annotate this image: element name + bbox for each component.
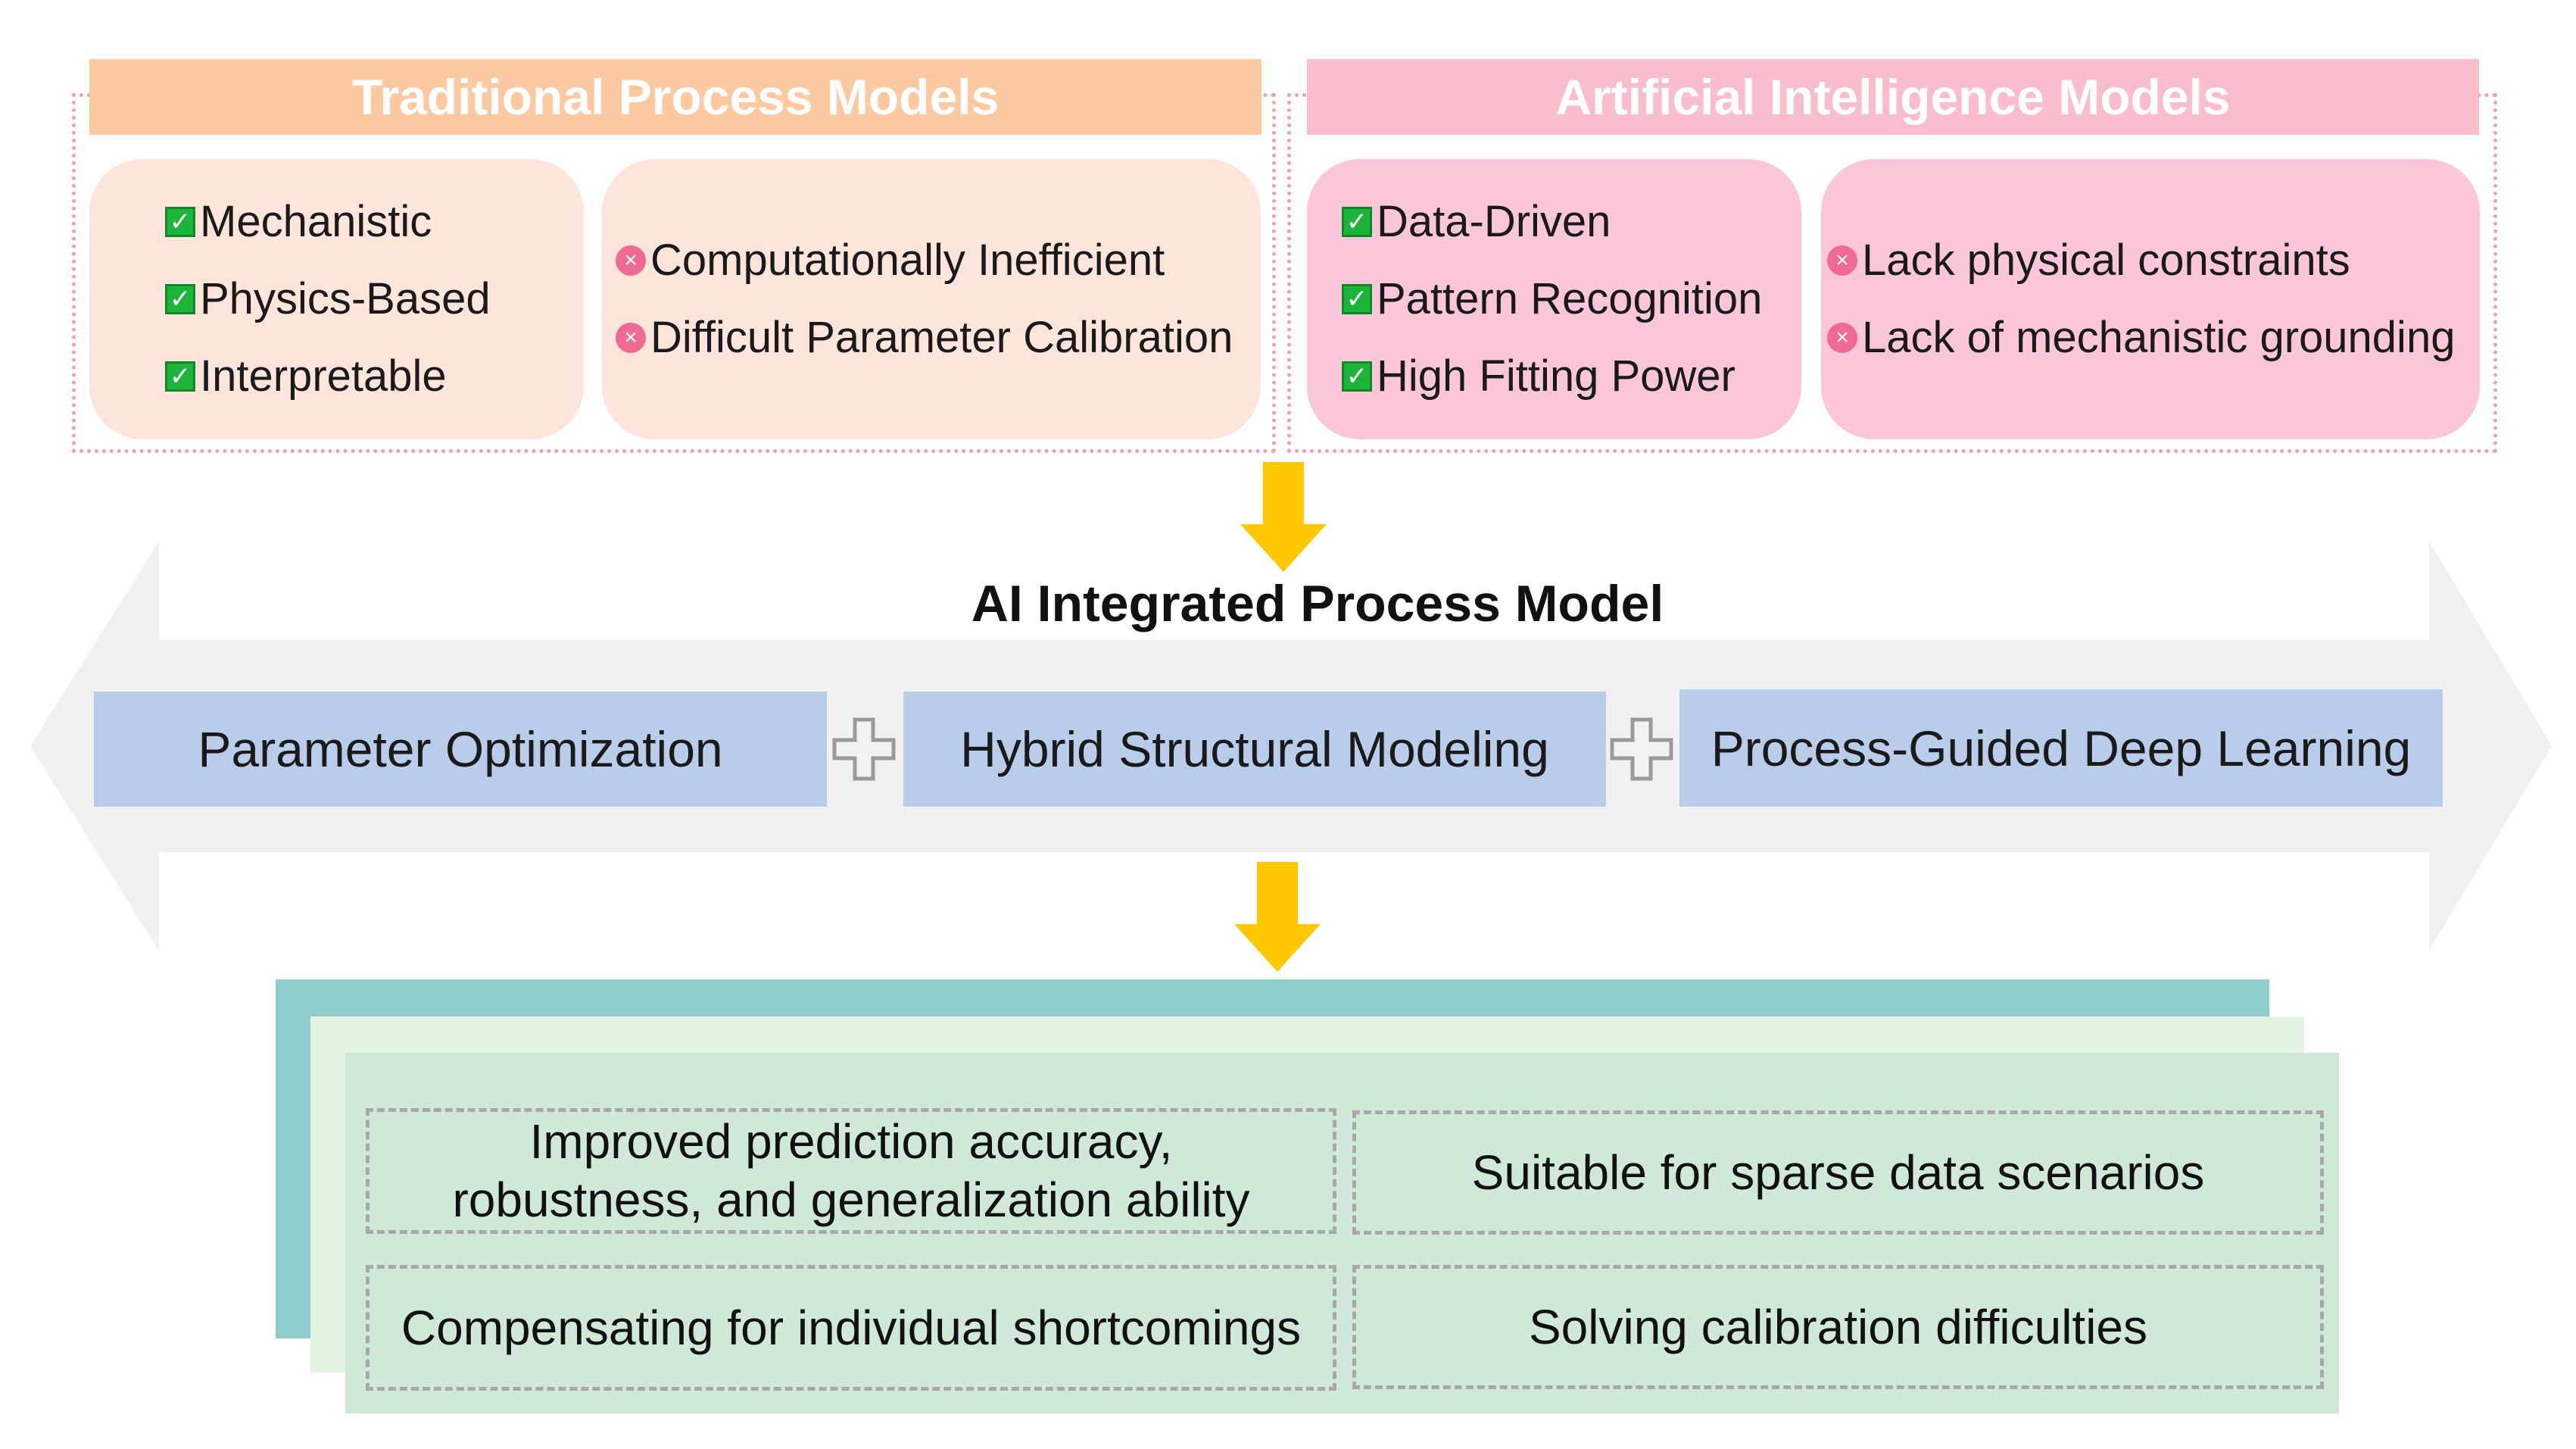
check-icon: ✓ [165, 284, 195, 314]
benefit-text-line2: robustness, and generalization ability [452, 1173, 1250, 1227]
weakness-text: Computationally Inefficient [650, 236, 1165, 285]
benefit-text: Solving calibration difficulties [1528, 1299, 2148, 1354]
check-icon: ✓ [165, 207, 195, 237]
weakness-item: ×Computationally Inefficient [616, 239, 1261, 283]
traditional-header: Traditional Process Models [89, 59, 1261, 135]
strength-text: High Fitting Power [1377, 351, 1736, 401]
cross-circle-icon: × [616, 245, 646, 276]
integrated-model-title: AI Integrated Process Model [971, 575, 1664, 632]
weakness-item: ×Lack physical constraints [1827, 239, 2480, 283]
check-icon: ✓ [165, 361, 195, 392]
check-icon: ✓ [1342, 361, 1372, 392]
traditional-weaknesses-box: ×Computationally Inefficient ×Difficult … [602, 159, 1261, 439]
ai-header-text: Artificial Intelligence Models [1555, 69, 2231, 125]
strength-item: ✓Pattern Recognition [1342, 277, 1801, 321]
check-icon: ✓ [1342, 207, 1372, 237]
benefit-calibration: Solving calibration difficulties [1352, 1265, 2324, 1389]
benefit-sparse-data: Suitable for sparse data scenarios [1352, 1110, 2324, 1235]
traditional-strengths-box: ✓Mechanistic ✓Physics-Based ✓Interpretab… [89, 159, 584, 439]
strength-item: ✓Physics-Based [165, 277, 584, 321]
benefit-text-line1: Improved prediction accuracy, [529, 1114, 1173, 1170]
strength-item: ✓Mechanistic [165, 200, 584, 244]
cross-circle-icon: × [1827, 323, 1857, 353]
method-text: Hybrid Structural Modeling [960, 721, 1549, 777]
cross-circle-icon: × [1827, 245, 1857, 276]
ai-strengths-box: ✓Data-Driven ✓Pattern Recognition ✓High … [1307, 159, 1801, 439]
strength-text: Mechanistic [200, 197, 432, 246]
weakness-item: ×Difficult Parameter Calibration [616, 316, 1261, 360]
plus-icon [1610, 717, 1673, 781]
benefit-text: Compensating for individual shortcomings [401, 1300, 1302, 1355]
strength-item: ✓Data-Driven [1342, 200, 1801, 244]
plus-icon [832, 717, 896, 781]
weakness-text: Lack of mechanistic grounding [1862, 313, 2456, 362]
traditional-header-text: Traditional Process Models [351, 69, 1000, 125]
weakness-text: Difficult Parameter Calibration [650, 313, 1233, 362]
benefit-accuracy: Improved prediction accuracy, robustness… [366, 1108, 1336, 1234]
ai-header: Artificial Intelligence Models [1307, 59, 2479, 135]
ai-weaknesses-box: ×Lack physical constraints ×Lack of mech… [1821, 159, 2480, 439]
arrow-down-icon [1234, 862, 1321, 972]
check-icon: ✓ [1342, 284, 1372, 314]
method-parameter-optimization: Parameter Optimization [94, 692, 827, 807]
strength-item: ✓High Fitting Power [1342, 354, 1801, 398]
strength-text: Physics-Based [200, 274, 491, 323]
strength-text: Interpretable [200, 351, 447, 401]
weakness-text: Lack physical constraints [1862, 236, 2350, 285]
strength-text: Data-Driven [1377, 197, 1611, 246]
strength-item: ✓Interpretable [165, 354, 584, 398]
method-text: Parameter Optimization [198, 721, 723, 777]
benefit-text: Suitable for sparse data scenarios [1471, 1145, 2205, 1200]
method-hybrid-structural-modeling: Hybrid Structural Modeling [903, 692, 1606, 807]
method-process-guided-deep-learning: Process-Guided Deep Learning [1679, 689, 2443, 807]
cross-circle-icon: × [616, 323, 646, 353]
strength-text: Pattern Recognition [1377, 274, 1763, 323]
benefit-shortcomings: Compensating for individual shortcomings [366, 1265, 1336, 1391]
arrow-down-icon [1240, 462, 1327, 572]
weakness-item: ×Lack of mechanistic grounding [1827, 316, 2480, 360]
method-text: Process-Guided Deep Learning [1711, 720, 2412, 776]
